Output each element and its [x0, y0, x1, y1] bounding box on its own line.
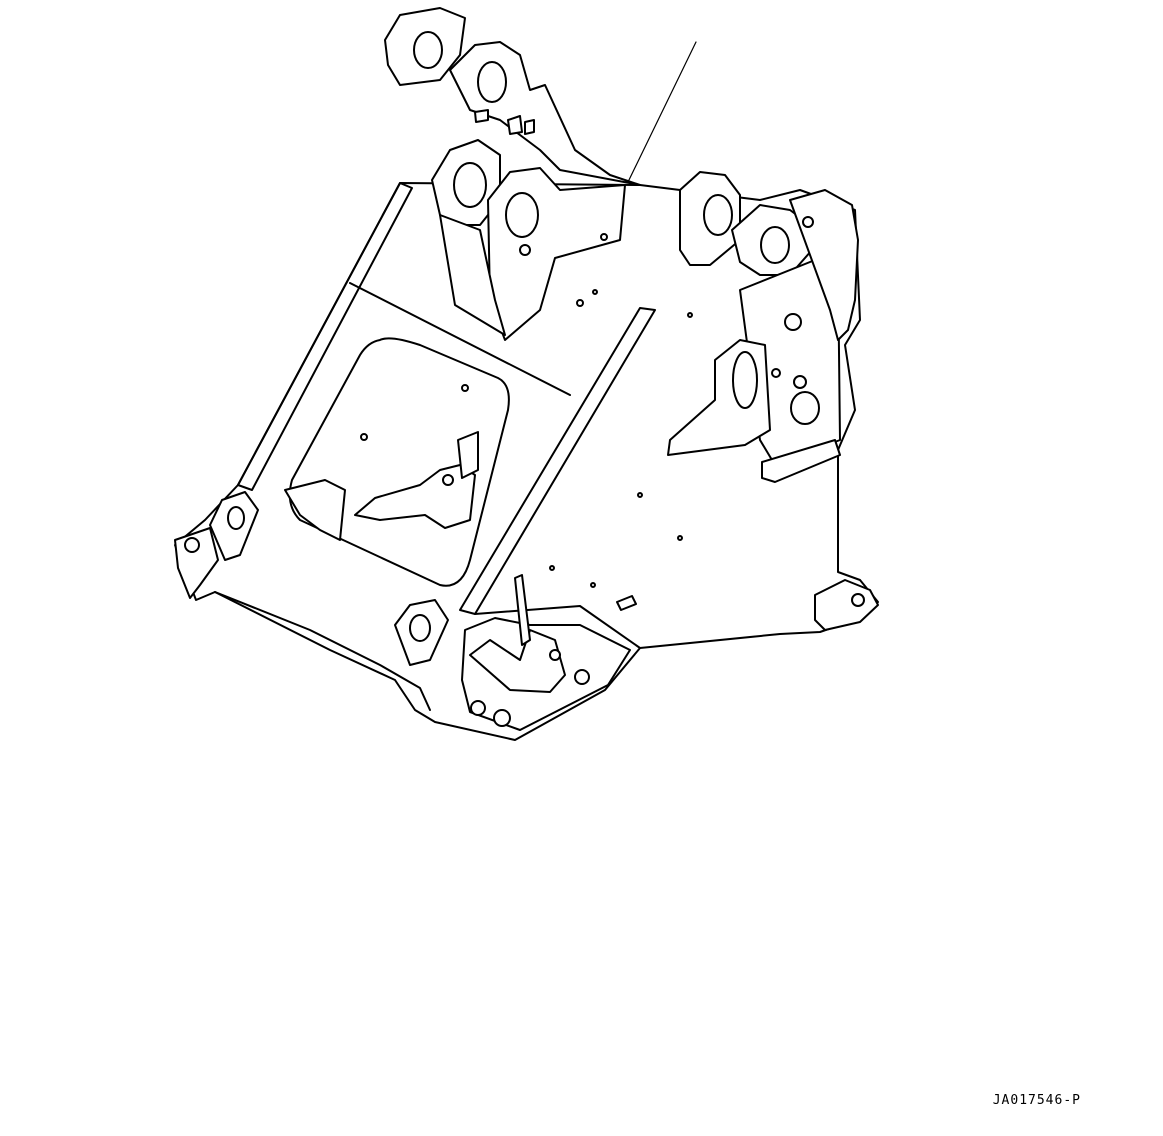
right-rail [459, 307, 656, 615]
right-base-foot [761, 439, 841, 483]
pocket-hole-2 [493, 709, 511, 727]
plate-hole-lower [790, 391, 820, 425]
bolt [360, 433, 368, 441]
pocket-hole-4 [549, 649, 561, 661]
bolt [549, 565, 555, 571]
left-front-lug-hole [227, 506, 245, 530]
cross-member [349, 282, 571, 396]
pocket-hole-3 [574, 669, 590, 685]
plate-hole-upper [784, 313, 802, 331]
bolt [576, 299, 584, 307]
bolt [677, 535, 683, 541]
plate-bolt-1 [771, 368, 781, 378]
left-corner-hole [184, 537, 200, 553]
bolt [519, 244, 531, 256]
right-lug-right-hole [760, 226, 790, 264]
left-support-arm [439, 214, 506, 336]
front-pocket-wedge [469, 629, 566, 693]
inner-bracket-arm [457, 431, 479, 479]
bolt [600, 233, 608, 241]
left-rail [237, 182, 413, 491]
bottom-rail [214, 591, 431, 711]
right-rail-lower [474, 605, 641, 649]
small-slot [507, 115, 523, 135]
right-bottom-hole [851, 593, 865, 607]
leader-line [627, 41, 697, 183]
bolt [590, 582, 596, 588]
bolt [637, 492, 643, 498]
small-slot [474, 109, 489, 123]
flange-bolt [802, 216, 814, 228]
center-lug-left-hole [453, 162, 487, 208]
pocket-hole-1 [470, 700, 486, 716]
left-wedge [284, 479, 346, 541]
right-lug-left-hole [703, 194, 733, 236]
bolt [592, 289, 598, 295]
plate-bolt-2 [793, 375, 807, 389]
bolt [461, 384, 469, 392]
top-center-lug-hole [477, 61, 507, 103]
front-lower-lug-hole [409, 614, 431, 642]
small-slot [524, 119, 535, 135]
right-bottom-foot [814, 579, 879, 631]
top-left-lug-hole [413, 31, 443, 69]
bolt [687, 312, 693, 318]
right-mount-hole [732, 351, 758, 409]
bracket-bolt [442, 474, 454, 486]
drawing-id-label: JA017546-P [992, 1093, 1081, 1108]
front-blade [514, 574, 531, 646]
center-lug-right-hole [505, 192, 539, 238]
small-slot [616, 595, 637, 611]
